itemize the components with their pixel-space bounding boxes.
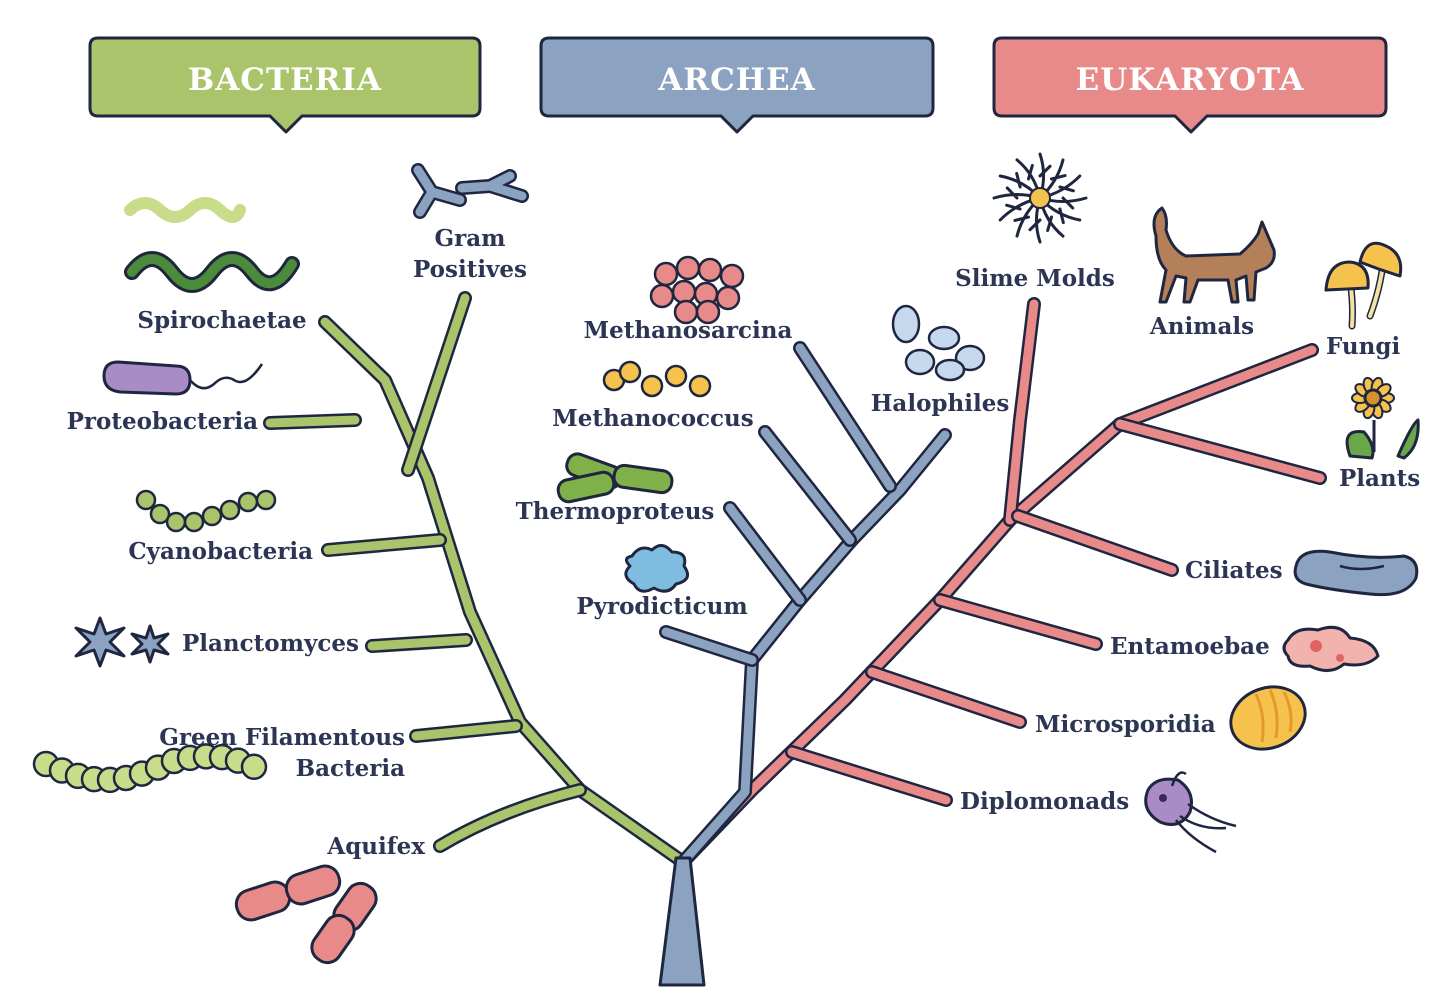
branch-aquifex xyxy=(435,785,585,851)
branch-planctomyces xyxy=(367,635,471,651)
cyanobacterium-cell xyxy=(183,511,205,533)
domain-label-eukaryota: EUKARYOTA xyxy=(1076,62,1305,98)
proteobacterium-icon xyxy=(102,360,264,396)
branch-methanococcus xyxy=(760,427,855,545)
methanosarcina-cell xyxy=(673,299,699,325)
spirochete-icon xyxy=(124,197,300,293)
methanosarcina-cell xyxy=(649,283,675,309)
amoeba-icon xyxy=(1282,625,1380,672)
cyanobacterium-cell xyxy=(219,499,241,521)
label-fungi: Fungi xyxy=(1326,333,1400,360)
slime-mold-core xyxy=(1029,187,1051,209)
label-aquifex: Aquifex xyxy=(326,833,425,860)
branch-eukaryota-main xyxy=(678,345,1317,867)
slime-mold-icon xyxy=(992,152,1088,244)
branch-microsporidia xyxy=(867,667,1025,727)
label-pyrodicticum: Pyrodicticum xyxy=(576,593,747,620)
cyanobacterium-cell xyxy=(237,491,259,513)
filament-cell xyxy=(240,753,268,781)
methanosarcina-cell xyxy=(695,299,721,325)
methanococcus-cell xyxy=(618,360,642,384)
domain-header-bacteria: BACTERIA xyxy=(88,36,482,134)
bacteria-branches xyxy=(263,291,690,869)
label-cyanobacteria: Cyanobacteria xyxy=(128,538,313,565)
eukaryota-branches xyxy=(676,297,1327,869)
cyanobacterium-icon xyxy=(135,489,277,533)
label-animals: Animals xyxy=(1149,313,1254,340)
cat-icon xyxy=(1152,206,1276,304)
halophile-cell xyxy=(927,325,961,351)
branch-thermoproteus xyxy=(725,503,805,605)
cyanobacterium-cell xyxy=(255,489,277,511)
methanosarcina-cell xyxy=(719,263,745,289)
label-entamoebae: Entamoebae xyxy=(1110,633,1270,660)
label-ciliates: Ciliates xyxy=(1185,557,1283,584)
branch-diplomonads xyxy=(787,747,951,805)
domain-label-bacteria: BACTERIA xyxy=(188,62,382,98)
branch-ciliates xyxy=(1013,511,1177,575)
domain-header-eukaryota: EUKARYOTA xyxy=(992,36,1388,134)
cyanobacterium-cell xyxy=(149,503,171,525)
cyanobacterium-cell xyxy=(135,489,157,511)
label-plants: Plants xyxy=(1339,465,1420,492)
branch-eukaryota-main-outline xyxy=(676,343,1319,869)
green-filament-icon xyxy=(32,743,268,794)
ciliate-icon xyxy=(1293,549,1419,597)
archea-branches xyxy=(659,341,952,869)
halophile-cell xyxy=(934,358,966,382)
label-slime-molds: Slime Molds xyxy=(955,265,1115,292)
methanococcus-icon xyxy=(602,360,712,398)
label-thermoproteus: Thermoproteus xyxy=(516,498,715,525)
flower-icon xyxy=(1345,376,1420,460)
methanococcus-cell xyxy=(640,374,664,398)
branch-slime-molds xyxy=(1005,299,1039,525)
domain-header-archea: ARCHEA xyxy=(539,36,935,134)
domain-label-archea: ARCHEA xyxy=(657,62,815,98)
methanococcus-cell xyxy=(664,364,688,388)
label-proteobacteria: Proteobacteria xyxy=(67,408,258,435)
thermoproteus-icon xyxy=(556,452,674,504)
branch-pyrodicticum xyxy=(661,627,757,665)
cyanobacterium-cell xyxy=(201,505,223,527)
label-planctomyces: Planctomyces xyxy=(182,630,359,657)
aquifex-icon xyxy=(234,864,378,965)
microsporidium-icon xyxy=(1229,685,1307,751)
halophile-cell xyxy=(904,348,936,376)
halophile-icon xyxy=(891,304,986,382)
branch-gram-positives xyxy=(403,293,470,475)
cyanobacterium-cell xyxy=(165,511,187,533)
branch-proteobacteria xyxy=(265,415,360,428)
diplomonad-icon xyxy=(1144,771,1237,854)
pyrodicticum-icon xyxy=(624,544,690,593)
branch-plants xyxy=(1115,419,1325,483)
label-halophiles: Halophiles xyxy=(871,390,1010,417)
methanosarcina-cell xyxy=(653,261,679,287)
methanosarcina-icon xyxy=(649,255,745,325)
label-microsporidia: Microsporidia xyxy=(1035,711,1216,738)
label-gram-positives-2: Positives xyxy=(413,256,527,283)
branch-green-filamentous xyxy=(411,721,521,741)
gram-positive-icon xyxy=(411,163,529,219)
halophile-cell xyxy=(891,304,921,344)
label-spirochaetae: Spirochaetae xyxy=(137,307,306,334)
mushroom-icon xyxy=(1324,241,1403,330)
methanosarcina-cell xyxy=(697,257,723,283)
halophile-cell xyxy=(954,344,986,372)
methanosarcina-cell xyxy=(715,285,741,311)
methanococcus-cell xyxy=(688,374,712,398)
tree-trunk xyxy=(658,856,706,987)
planctomyces-icon xyxy=(74,616,170,668)
branch-entamoebae xyxy=(935,595,1101,649)
branch-methanosarcina xyxy=(795,343,895,491)
label-gram-positives-1: Gram xyxy=(435,225,506,252)
branch-cyanobacteria xyxy=(323,535,445,555)
label-diplomonads: Diplomonads xyxy=(960,788,1129,815)
methanosarcina-cell xyxy=(671,279,697,305)
methanosarcina-cell xyxy=(675,255,701,281)
label-methanococcus: Methanococcus xyxy=(552,405,753,432)
label-green-filamentous-2: Bacteria xyxy=(296,755,405,782)
